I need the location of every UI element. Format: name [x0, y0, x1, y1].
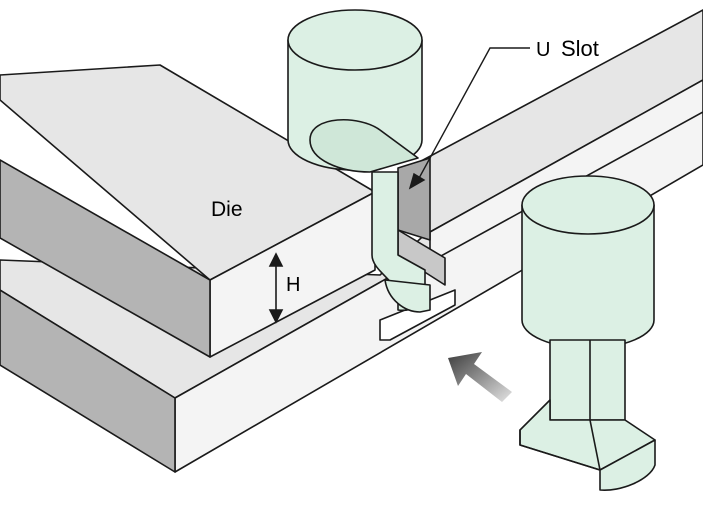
- free-bolt-foot-front: [519, 429, 656, 491]
- insertion-arrow: [448, 352, 512, 402]
- lower-die-left: [0, 289, 176, 473]
- upper-die-left-side: [0, 159, 211, 358]
- bolt-inner-oval: [309, 119, 419, 173]
- free-bolt: [519, 175, 656, 491]
- die-label: Die: [211, 198, 243, 221]
- u-slot-label-word: Slot: [561, 36, 599, 61]
- free-bolt-head-top: [521, 175, 655, 235]
- bolt-head-top: [287, 9, 423, 71]
- upper-die-left-top: [0, 64, 376, 281]
- height-label: H: [286, 274, 300, 296]
- u-slot-leader: [408, 47, 530, 190]
- u-slot-notch: [379, 289, 456, 341]
- u-slot-inner-wall: [397, 157, 431, 241]
- bolt-in-slot: [287, 9, 431, 313]
- free-bolt-neck: [549, 339, 626, 421]
- height-dimension: [268, 252, 284, 324]
- bolt-foot: [384, 279, 431, 313]
- upper-die-block: [0, 9, 703, 358]
- u-slot-label-prefix: U: [536, 39, 550, 61]
